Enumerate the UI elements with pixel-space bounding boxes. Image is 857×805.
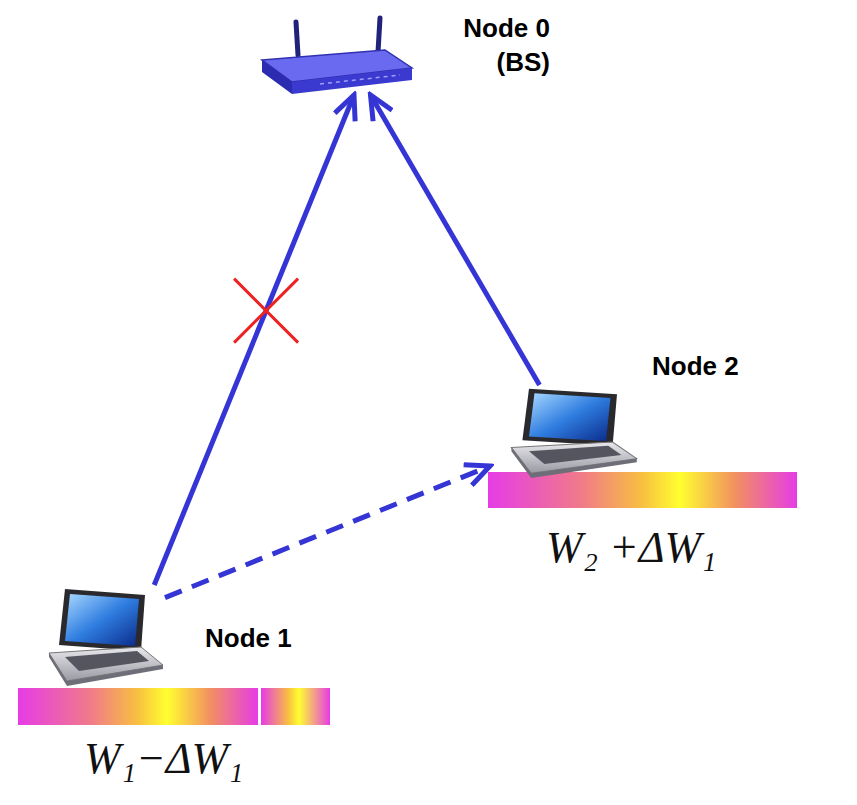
broken-link-mark (234, 279, 298, 343)
node-label: Node 2 (652, 349, 739, 383)
bandwidth-formula: W₂ +ΔW₁ (546, 522, 716, 573)
node-label: Node 0 (BS) (440, 11, 550, 79)
bandwidth-formula: W₁−ΔW₁ (84, 733, 243, 784)
station-node: Node 2 (490, 385, 640, 475)
station-node: Node 1 (45, 585, 165, 690)
station-node: Node 0 (BS) (255, 15, 420, 95)
node-label: Node 1 (205, 621, 292, 655)
link-arrow (371, 95, 540, 385)
link-arrow (154, 95, 354, 585)
link-arrow (165, 466, 490, 598)
